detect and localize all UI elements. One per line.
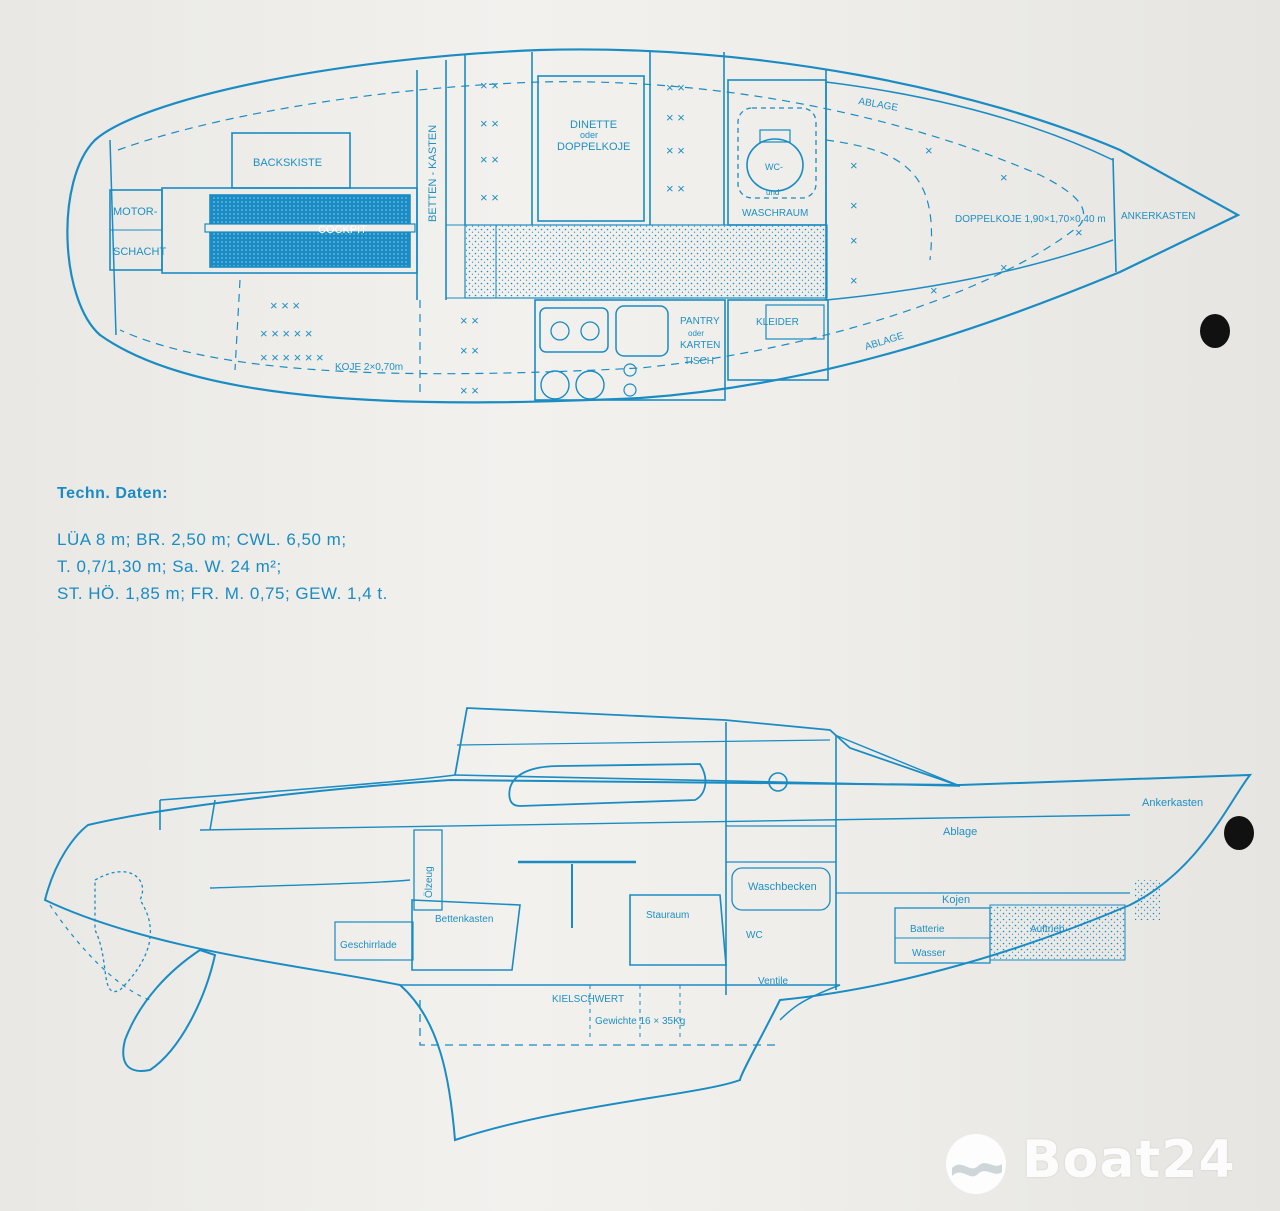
svg-text:× ×: × × (480, 152, 499, 167)
deck-plan (66, 48, 1241, 404)
label-p-auftrieb: Auftrieb (1030, 924, 1065, 935)
svg-text:× ×: × × (666, 181, 685, 196)
label-p-kielschwert: KIELSCHWERT (552, 994, 624, 1005)
boat24-watermark: Boat24 (944, 1130, 1264, 1200)
svg-text:× ×: × × (480, 116, 499, 131)
svg-text:×: × (850, 273, 858, 288)
label-ablage-top: ABLAGE (857, 96, 899, 114)
hull-outline-plan (66, 48, 1241, 404)
label-p-gewichte: Gewichte 16 × 35Kg (595, 1016, 685, 1027)
svg-text:×: × (1075, 225, 1083, 240)
label-p-oelzeug: Ölzeug (423, 866, 435, 898)
label-koje: KOJE 2×0,70m (335, 362, 403, 373)
specs-title: Techn. Daten: (57, 485, 169, 502)
label-wc-2: und (766, 188, 779, 197)
label-p-waschbecken: Waschbecken (748, 881, 817, 893)
specs-line-1: LÜA 8 m; BR. 2,50 m; CWL. 6,50 m; (57, 530, 347, 549)
cabin-window (508, 763, 707, 807)
punch-hole-top (1200, 314, 1230, 348)
backskiste-box (231, 132, 351, 189)
svg-text:×: × (930, 283, 938, 298)
label-schacht: SCHACHT (113, 246, 166, 258)
label-pantry-1: PANTRY (680, 316, 720, 327)
label-wc-1: WC- (765, 162, 783, 172)
watermark-brand: Boat24 (1022, 1130, 1236, 1190)
label-ablage-bottom: ABLAGE (864, 331, 906, 353)
label-p-kojen: Kojen (942, 894, 970, 906)
svg-text:× × × × ×: × × × × × (260, 326, 312, 341)
svg-text:×: × (1000, 170, 1008, 185)
label-dinette-1: DINETTE (570, 119, 617, 131)
label-p-wc: WC (746, 930, 763, 941)
label-kleider: KLEIDER (756, 317, 799, 328)
label-cockpit: COCKPIT (318, 224, 367, 236)
side-profile (43, 707, 1253, 1142)
svg-text:× ×: × × (460, 383, 479, 398)
svg-text:× ×: × × (666, 80, 685, 95)
label-motor: MOTOR- (113, 206, 158, 218)
specs-line-2: T. 0,7/1,30 m; Sa. W. 24 m²; (57, 557, 282, 576)
svg-text:× × ×: × × × (270, 298, 300, 313)
svg-text:× ×: × × (480, 190, 499, 205)
svg-text:× ×: × × (460, 343, 479, 358)
profile-labels: Ankerkasten Ablage Waschbecken Kojen Ölz… (340, 797, 1203, 1027)
label-betten-kasten: BETTEN - KASTEN (427, 125, 439, 222)
label-pantry-2: oder (688, 329, 704, 338)
cabin-roof (454, 707, 961, 787)
label-dinette-2: oder (580, 130, 598, 140)
hull-outline-profile (43, 773, 1253, 1142)
waschraum-box (727, 79, 827, 226)
label-p-stauraum: Stauraum (646, 910, 689, 921)
wave-circle-icon (946, 1134, 1006, 1194)
bunk-marks: × ×× ×× ×× × × ×× ×× ×× × ×××× ××××× × ×… (260, 78, 1083, 398)
pantry-box (534, 299, 726, 401)
svg-text:×: × (1000, 260, 1008, 275)
label-doppelkoje: DOPPELKOJE 1,90×1,70×0,40 m (955, 214, 1106, 225)
svg-text:× ×: × × (666, 110, 685, 125)
kleider-box (727, 299, 829, 381)
svg-text:× ×: × × (480, 78, 499, 93)
label-p-batterie: Batterie (910, 924, 945, 935)
auftrieb-box (989, 904, 1126, 961)
label-p-ablage: Ablage (943, 826, 977, 838)
label-backskiste: BACKSKISTE (253, 157, 322, 169)
svg-text:×: × (925, 143, 933, 158)
rudder (122, 948, 217, 1072)
label-ankerkasten: ANKERKASTEN (1121, 211, 1195, 222)
label-p-geschirrlade: Geschirrlade (340, 940, 397, 951)
label-pantry-3: KARTEN (680, 340, 720, 351)
specs-line-3: ST. HÖ. 1,85 m; FR. M. 0,75; GEW. 1,4 t. (57, 584, 388, 603)
svg-text:×: × (850, 233, 858, 248)
svg-text:× ×: × × (460, 313, 479, 328)
plan-labels: MOTOR- SCHACHT BACKSKISTE COCKPIT BETTEN… (113, 96, 1195, 373)
punch-hole-bottom (1224, 816, 1254, 850)
geschirrlade-box (334, 921, 414, 961)
svg-text:×: × (850, 158, 858, 173)
dinette-box (537, 75, 645, 222)
svg-text:× × × × × ×: × × × × × × (260, 350, 324, 365)
label-dinette-3: DOPPELKOJE (557, 141, 630, 153)
svg-text:× ×: × × (666, 143, 685, 158)
svg-text:×: × (850, 198, 858, 213)
label-p-bettenkasten: Bettenkasten (435, 914, 493, 925)
corridor-floor (464, 224, 828, 299)
deck-line-plan (117, 81, 1085, 375)
label-p-wasser: Wasser (912, 948, 946, 959)
label-pantry-4: TISCH (684, 356, 714, 367)
label-waschraum: WASCHRAUM (742, 208, 808, 219)
label-p-ankerkasten: Ankerkasten (1142, 797, 1203, 809)
label-p-ventile: Ventile (758, 976, 788, 987)
